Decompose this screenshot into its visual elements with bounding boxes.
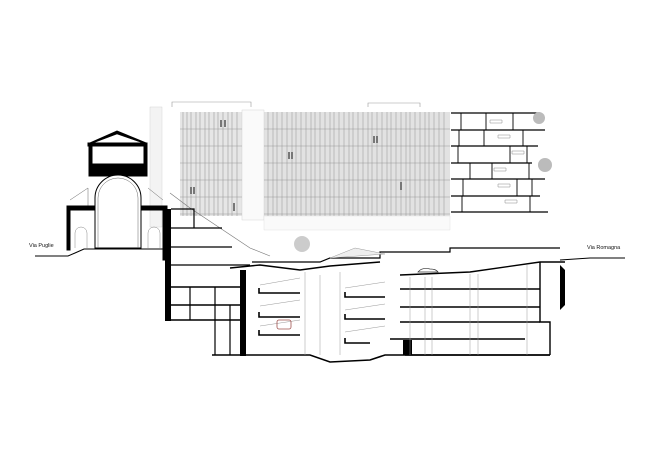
underground-complex-section [165, 192, 565, 363]
office-block-elevation [149, 101, 451, 231]
street-label-via-romagna: Via Romagna [587, 245, 621, 251]
church-section [66, 130, 168, 261]
residential-tower-section [451, 112, 552, 213]
ground-lines [35, 248, 625, 261]
street-label-via-puglie: Via Puglie [29, 243, 54, 249]
